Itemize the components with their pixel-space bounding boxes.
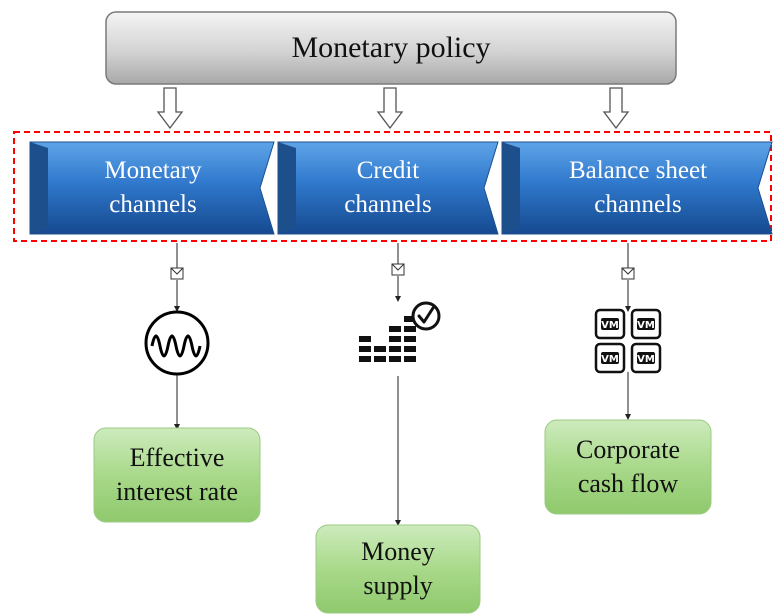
outcome-label-line1: Corporate [576,435,680,464]
channel-label-line1: Credit [356,157,420,184]
arrowhead [395,296,401,302]
vm-grid-icon: VM VM VM VM [594,308,662,374]
corporate-cash-flow-label: Corporate cash flow [545,420,711,514]
monetary-channels-label: Monetary channels [50,142,256,234]
channel-label-line2: channels [344,191,432,218]
vm-label: VM [637,354,655,365]
arrowhead [174,424,180,430]
hollow-down-arrow-icon [156,87,184,130]
channel-label-line2: channels [109,191,197,218]
outcome-label-line2: cash flow [577,469,679,498]
hollow-down-arrow-icon [376,87,404,130]
outcome-label-line2: supply [363,571,433,600]
vm-label: VM [637,320,655,331]
oscillator-icon [144,310,210,376]
arrowhead [395,520,401,526]
monetary-channel-ribbon [29,141,275,235]
envelope-icon [621,267,635,280]
outcome-label-line2: interest rate [116,477,238,506]
arrowhead [625,306,631,312]
equalizer-check-icon [359,301,441,362]
credit-channel-ribbon [277,141,499,235]
money-supply-box [315,524,481,614]
balance-sheet-channels-label: Balance sheet channels [522,142,754,234]
effective-interest-rate-box [93,427,261,523]
effective-interest-rate-label: Effective interest rate [94,428,260,522]
money-supply-label: Money supply [316,525,480,613]
envelope-icon [170,267,184,280]
vm-label: VM [601,320,619,331]
arrowhead [625,414,631,420]
channel-label-line1: Monetary [104,157,202,184]
credit-channels-label: Credit channels [298,142,478,234]
channels-dashed-frame [13,131,772,242]
envelope-icon [391,263,405,276]
outcome-label-line1: Effective [129,443,225,472]
monetary-policy-label: Monetary policy [291,31,491,64]
vm-label: VM [601,354,619,365]
channel-label-line2: channels [594,191,682,218]
monetary-policy-box [105,11,677,85]
corporate-cash-flow-box [544,419,712,515]
channel-label-line1: Balance sheet [568,157,708,184]
outcome-label-line1: Money [361,537,435,566]
hollow-down-arrow-icon [602,87,630,130]
balance-sheet-channel-ribbon [501,141,773,235]
arrowhead [174,306,180,312]
